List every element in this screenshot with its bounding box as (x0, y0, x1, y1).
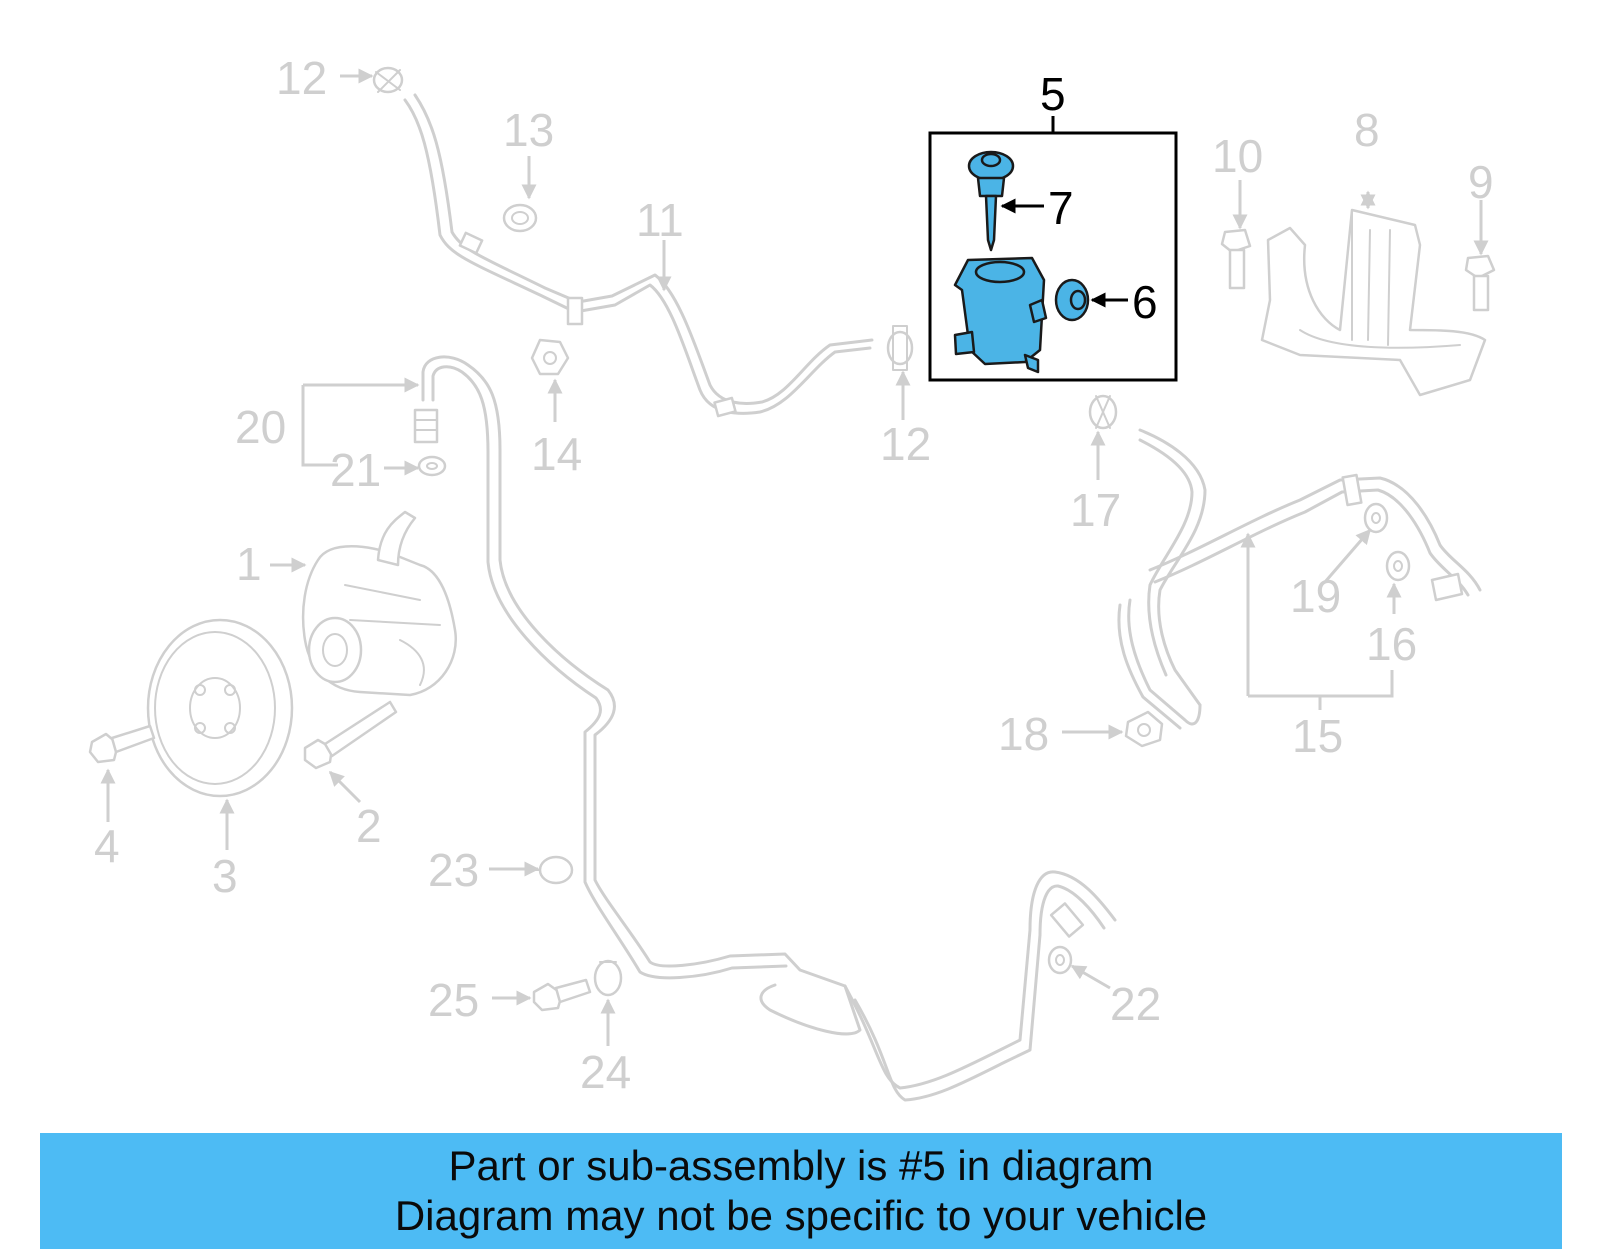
callout-24: 24 (580, 1046, 631, 1098)
callout-1: 1 (236, 538, 262, 590)
callout-22: 22 (1110, 978, 1161, 1030)
callout-21: 21 (330, 444, 381, 496)
washer-22 (1047, 945, 1073, 975)
reservoir-body-5[interactable] (953, 256, 1048, 374)
callout-leaders (100, 68, 1489, 1046)
callout-20: 20 (235, 401, 286, 453)
callout-15: 15 (1292, 710, 1343, 762)
washer-16 (1385, 550, 1411, 582)
callout-8: 8 (1354, 104, 1380, 156)
hose-clamp-12-right (886, 325, 914, 371)
bracket-8 (1260, 208, 1487, 397)
callout-12-top: 12 (276, 52, 327, 104)
callout-18: 18 (998, 708, 1049, 760)
banner-line-disclaimer: Diagram may not be specific to your vehi… (394, 1192, 1208, 1239)
bolt-4 (88, 724, 156, 764)
callout-11: 11 (636, 194, 684, 246)
callout-3: 3 (212, 850, 238, 902)
callout-10: 10 (1212, 130, 1263, 182)
callout-17: 17 (1070, 484, 1121, 536)
return-hose-11 (403, 93, 874, 418)
callout-5: 5 (1040, 68, 1066, 120)
callout-23: 23 (428, 844, 479, 896)
bolt-2 (303, 700, 398, 770)
callout-13: 13 (503, 104, 554, 156)
callout-2: 2 (356, 800, 382, 852)
washer-19 (1363, 502, 1389, 534)
callout-7: 7 (1048, 182, 1074, 234)
hose-clamp-24 (593, 959, 623, 997)
callout-19: 19 (1290, 570, 1341, 622)
info-banner: Part or sub-assembly is #5 in diagram Di… (40, 1133, 1562, 1249)
bolt-25 (532, 978, 592, 1012)
callout-6: 6 (1132, 276, 1158, 328)
hose-clamp-12-top (372, 66, 404, 94)
power-steering-pump-1 (301, 510, 458, 697)
cooler-lines-15 (1117, 428, 1482, 730)
reservoir-cap-7[interactable] (967, 150, 1015, 252)
callout-16: 16 (1366, 618, 1417, 670)
callout-14: 14 (531, 428, 582, 480)
nut-14 (530, 338, 570, 376)
bolt-9 (1464, 254, 1496, 312)
pressure-line-20 (413, 355, 1117, 1102)
banner-line-part: Part or sub-assembly is #5 in diagram (448, 1142, 1154, 1189)
callout-4: 4 (94, 820, 120, 872)
callout-25: 25 (428, 974, 479, 1026)
nut-18 (1124, 710, 1164, 748)
washer-21 (417, 455, 447, 477)
callout-12-right: 12 (880, 418, 931, 470)
bolt-10 (1220, 228, 1252, 290)
hose-clamp-17 (1088, 394, 1118, 430)
seal-6[interactable] (1054, 278, 1090, 322)
callout-9: 9 (1468, 156, 1494, 208)
callout-numbers: 12 13 11 14 12 20 21 1 4 3 2 23 25 24 22… (94, 52, 1494, 1098)
pulley-3 (146, 618, 294, 798)
hose-clamp-13 (502, 203, 538, 233)
